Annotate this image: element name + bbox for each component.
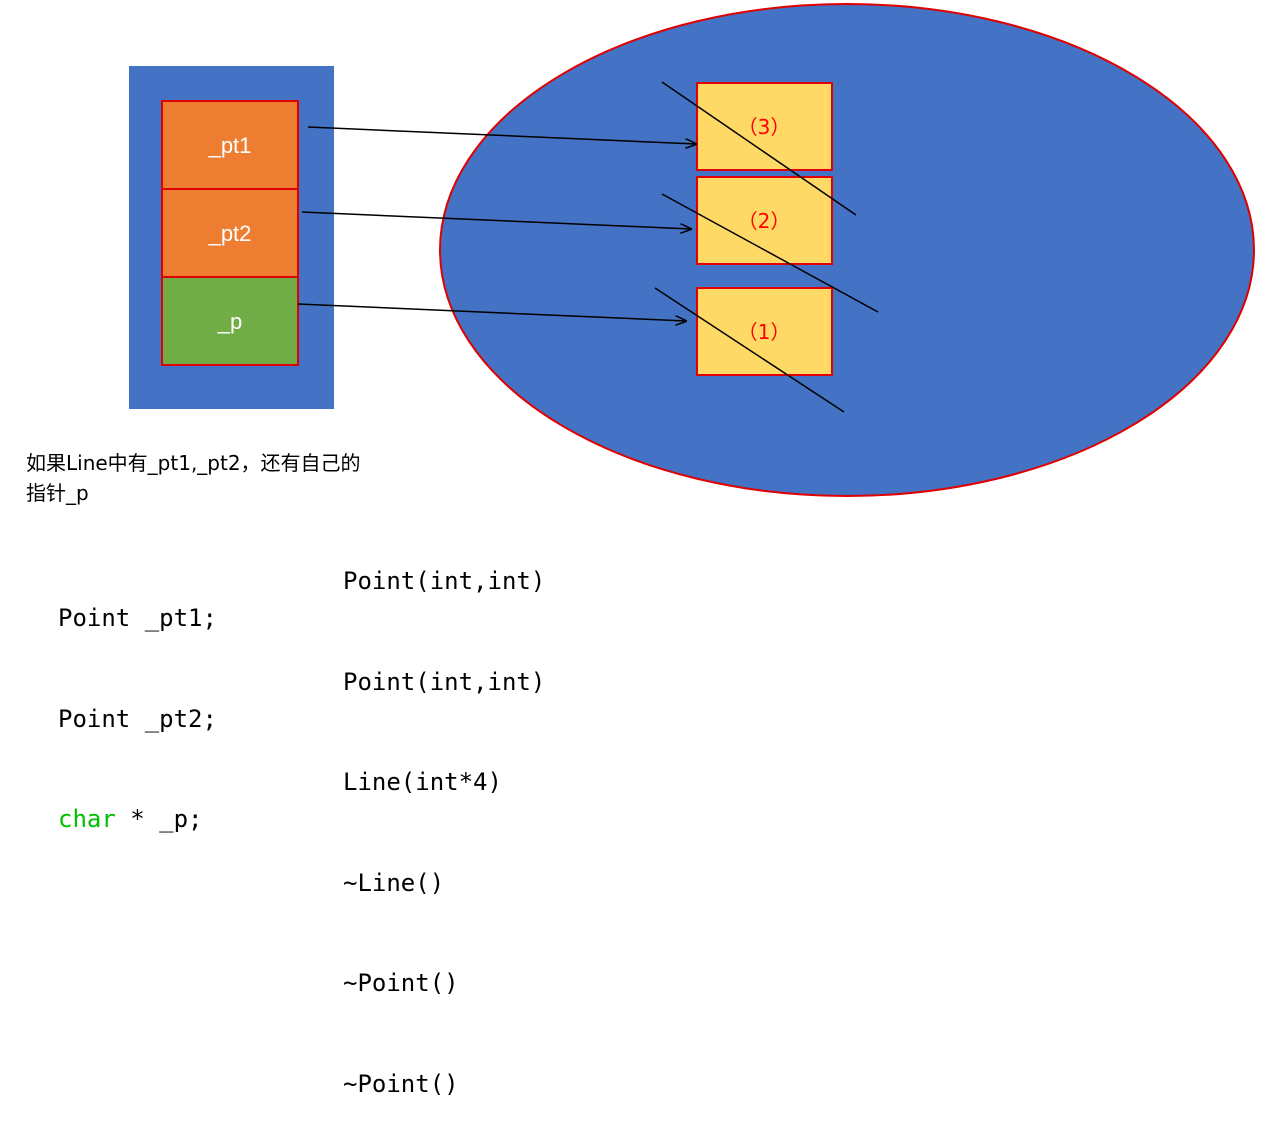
heap-box-3 <box>696 82 833 171</box>
call-line: ~Line() <box>343 868 445 897</box>
call-line: Point(int,int) <box>343 567 546 595</box>
heap-ellipse <box>439 3 1255 497</box>
arrow-pt2-to-box2 <box>301 211 691 229</box>
note-line-2: 指针_p <box>26 481 89 505</box>
call-line: Line(int*4) <box>343 768 502 796</box>
memory-diagram: _pt1 _pt2 _p （3） （2） （1） <box>129 3 1255 497</box>
call-sequence: Point(int,int) Point(int,int) Line(int*4… <box>343 498 545 1135</box>
strike-box-3 <box>661 81 857 216</box>
explanation-note: 如果Line中有_pt1,_pt2，还有自己的 指针_p <box>26 448 446 508</box>
keyword-char: char <box>58 805 116 833</box>
member-decl-pt2: Point _pt2; <box>58 704 217 733</box>
call-line: Point(int,int) <box>343 667 546 696</box>
member-decl-p: char * _p; <box>58 803 217 837</box>
heap-box-3-label: （3） <box>738 115 791 139</box>
call-line: ~Point() <box>343 1069 459 1098</box>
arrow-pt1-to-box3 <box>307 126 696 144</box>
cell-p <box>161 276 299 366</box>
member-declarations: Point _pt1; Point _pt2; char * _p; <box>58 535 217 870</box>
strike-box-1 <box>654 287 845 413</box>
arrow-p-to-box1 <box>297 303 686 321</box>
cell-pt1-label: _pt1 <box>208 133 252 158</box>
heap-box-2 <box>696 176 833 265</box>
cell-pt2-label: _pt2 <box>208 221 252 246</box>
cell-p-label: _p <box>217 309 242 334</box>
call-line: ~Point() <box>343 969 459 997</box>
note-line-1: 如果Line中有_pt1,_pt2，还有自己的 <box>26 451 361 475</box>
heap-box-1-label: （1） <box>738 320 791 344</box>
heap-box-2-label: （2） <box>738 209 791 233</box>
strike-box-2 <box>661 193 879 313</box>
cell-pt2 <box>161 188 299 278</box>
member-decl-pt1: Point _pt1; <box>58 604 217 632</box>
member-decl-p-rest: * _p; <box>115 805 203 833</box>
heap-box-1 <box>696 287 833 376</box>
